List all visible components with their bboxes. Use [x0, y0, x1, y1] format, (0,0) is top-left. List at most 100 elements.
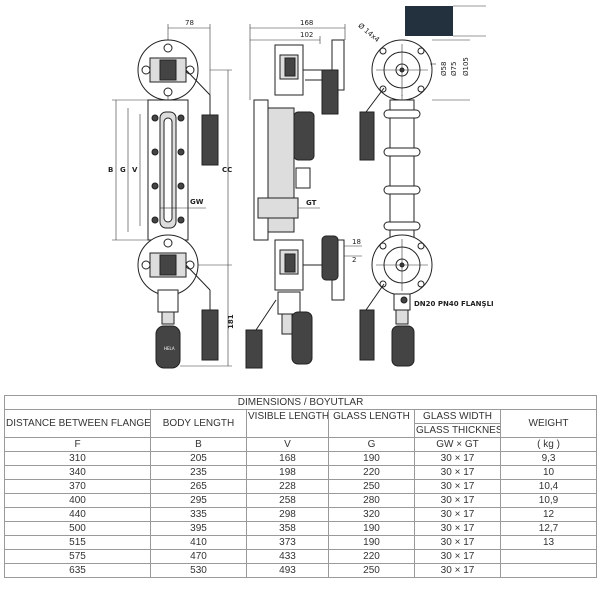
cell-glass-length: 190: [328, 451, 415, 466]
dim-102: 102: [300, 31, 313, 39]
cell-weight: 10: [499, 465, 598, 480]
cell-distance: 515: [4, 535, 151, 550]
dim-b: B: [108, 166, 113, 174]
cell-visible-length: 198: [246, 465, 329, 480]
cell-body-length: 235: [150, 465, 247, 480]
cell-glass-length: 250: [328, 563, 415, 578]
cell-distance: 440: [4, 507, 151, 522]
dim-v: V: [132, 166, 138, 174]
cell-glass-width-thickness: 30 × 17: [414, 563, 501, 578]
technical-drawing: 78 B G V GW: [108, 5, 494, 369]
header-glass-length: GLASS LENGTH: [328, 409, 415, 438]
cell-visible-length: 298: [246, 507, 329, 522]
symbol-f: F: [4, 437, 151, 452]
cell-body-length: 395: [150, 521, 247, 536]
cell-distance: 340: [4, 465, 151, 480]
dim-78: 78: [185, 19, 194, 27]
cell-body-length: 335: [150, 507, 247, 522]
dim-cc: CC: [222, 166, 232, 174]
cell-glass-length: 190: [328, 521, 415, 536]
cell-body-length: 295: [150, 493, 247, 508]
dim-58: Ø58: [440, 62, 448, 76]
dim-181: 181: [227, 314, 235, 329]
cell-glass-length: 220: [328, 465, 415, 480]
color-swatch: [405, 6, 453, 36]
header-distance: DISTANCE BETWEEN FLANGES: [4, 409, 151, 438]
dim-gt: GT: [306, 199, 317, 207]
dim-2: 2: [352, 256, 356, 264]
cell-visible-length: 258: [246, 493, 329, 508]
cell-body-length: 205: [150, 451, 247, 466]
cell-distance: 310: [4, 451, 151, 466]
cell-body-length: 265: [150, 479, 247, 494]
dim-168: 168: [300, 19, 313, 27]
cell-glass-width-thickness: 30 × 17: [414, 507, 501, 522]
symbol-kg: ( kg ): [499, 437, 598, 452]
cell-weight: [499, 563, 598, 578]
dimensions-table: DIMENSIONS / BOYUTLAR DISTANCE BETWEEN F…: [3, 395, 598, 578]
cell-distance: 635: [4, 563, 151, 578]
cell-visible-length: 228: [246, 479, 329, 494]
cell-body-length: 410: [150, 535, 247, 550]
cell-glass-width-thickness: 30 × 17: [414, 465, 501, 480]
dimensions-table-container: DIMENSIONS / BOYUTLAR DISTANCE BETWEEN F…: [3, 395, 598, 578]
cell-visible-length: 493: [246, 563, 329, 578]
cell-distance: 575: [4, 549, 151, 564]
cell-body-length: 530: [150, 563, 247, 578]
cell-glass-length: 250: [328, 479, 415, 494]
dim-105: Ø105: [462, 57, 470, 76]
cell-weight: 12,7: [499, 521, 598, 536]
header-body-length: BODY LENGTH: [150, 409, 247, 438]
svg-text:HELA: HELA: [164, 346, 175, 351]
cell-weight: 9,3: [499, 451, 598, 466]
cell-glass-width-thickness: 30 × 17: [414, 535, 501, 550]
cell-distance: 370: [4, 479, 151, 494]
cell-weight: 10,9: [499, 493, 598, 508]
cell-visible-length: 168: [246, 451, 329, 466]
dim-g: G: [120, 166, 126, 174]
dim-holes: Ø 14x4: [356, 22, 381, 45]
header-glass-thickness: GLASS THICKNESS: [414, 423, 501, 438]
cell-visible-length: 433: [246, 549, 329, 564]
side-view: 168 102 GT 18 2: [245, 19, 362, 369]
cell-visible-length: 358: [246, 521, 329, 536]
header-visible-length: VISIBLE LENGTH: [246, 409, 329, 438]
cell-weight: 12: [499, 507, 598, 522]
cell-visible-length: 373: [246, 535, 329, 550]
dim-18: 18: [352, 238, 361, 246]
front-view: 78 B G V GW: [108, 19, 235, 369]
cell-glass-length: 280: [328, 493, 415, 508]
cell-glass-length: 320: [328, 507, 415, 522]
cell-glass-length: 190: [328, 535, 415, 550]
cell-weight: 13: [499, 535, 598, 550]
cell-weight: [499, 549, 598, 564]
cell-glass-length: 220: [328, 549, 415, 564]
flange-label: DN20 PN40 FLANŞLI: [414, 300, 494, 308]
symbol-b: B: [150, 437, 247, 452]
cell-glass-width-thickness: 30 × 17: [414, 451, 501, 466]
cell-glass-width-thickness: 30 × 17: [414, 521, 501, 536]
cell-weight: 10,4: [499, 479, 598, 494]
dim-gw: GW: [190, 198, 204, 206]
rear-view: Ø 14x4 Ø58 Ø75 Ø105: [356, 22, 494, 367]
cell-glass-width-thickness: 30 × 17: [414, 549, 501, 564]
symbol-v: V: [246, 437, 329, 452]
cell-glass-width-thickness: 30 × 17: [414, 493, 501, 508]
symbol-g: G: [328, 437, 415, 452]
table-title: DIMENSIONS / BOYUTLAR: [3, 395, 598, 410]
header-weight: WEIGHT: [499, 409, 598, 438]
cell-distance: 500: [4, 521, 151, 536]
symbol-gwgt: GW × GT: [414, 437, 501, 452]
cell-glass-width-thickness: 30 × 17: [414, 479, 501, 494]
cell-distance: 400: [4, 493, 151, 508]
